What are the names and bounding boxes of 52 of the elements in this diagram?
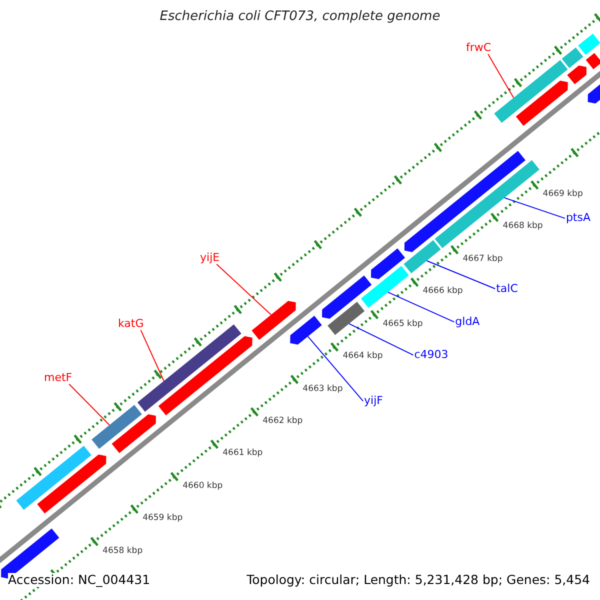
gene-feature bbox=[586, 52, 600, 70]
scale-label: 4664 kbp bbox=[342, 352, 383, 362]
gene-feature bbox=[322, 275, 372, 319]
gene-label: frwC bbox=[466, 42, 492, 54]
gene-label: c4903 bbox=[414, 349, 448, 362]
scale-label: 4661 kbp bbox=[222, 449, 263, 459]
leader-line bbox=[307, 336, 364, 402]
scale-label: 4660 kbp bbox=[182, 482, 223, 492]
gene-feature bbox=[92, 404, 142, 449]
scale-label: 4668 kbp bbox=[502, 222, 543, 232]
gene-feature bbox=[16, 446, 92, 510]
leader-line bbox=[504, 197, 566, 219]
leader-line bbox=[387, 292, 455, 322]
leader-line bbox=[140, 330, 164, 382]
gene-label: yijE bbox=[200, 252, 220, 264]
genome-summary: Topology: circular; Length: 5,231,428 bp; Genes: 5,454 bbox=[246, 573, 590, 587]
scale-label: 4659 kbp bbox=[142, 514, 183, 524]
gene-feature bbox=[37, 454, 106, 514]
gene-feature bbox=[290, 316, 322, 345]
gene-feature bbox=[567, 66, 586, 84]
gene-feature bbox=[328, 302, 365, 335]
leader-line bbox=[68, 384, 110, 426]
gene-label: ptsA bbox=[566, 212, 590, 224]
gene-feature bbox=[404, 240, 441, 274]
leader-line bbox=[348, 323, 414, 356]
gene-label: metF bbox=[44, 372, 72, 384]
scale-label: 4667 kbp bbox=[462, 254, 503, 264]
scale-label: 4662 kbp bbox=[262, 416, 303, 426]
gene-label: yijF bbox=[364, 395, 383, 408]
gene-label: talC bbox=[496, 282, 518, 295]
title: Escherichia coli CFT073, complete genome bbox=[158, 10, 442, 24]
scale-label: 4663 kbp bbox=[302, 384, 343, 394]
gene-label: gldA bbox=[455, 316, 480, 328]
accession-text: Accession: NC_004431 bbox=[8, 573, 150, 587]
gene-label: katG bbox=[118, 318, 144, 330]
scale-label: 4658 kbp bbox=[102, 546, 143, 556]
scale-label: 4665 kbp bbox=[382, 320, 423, 330]
gene-feature bbox=[516, 80, 568, 126]
gene-feature bbox=[562, 47, 584, 68]
gene-feature bbox=[494, 60, 568, 123]
gene-feature bbox=[158, 336, 252, 416]
scale-label: 4666 kbp bbox=[422, 287, 463, 297]
leader-line bbox=[426, 260, 496, 290]
gene-feature bbox=[112, 414, 156, 454]
gene-feature bbox=[252, 300, 296, 340]
gene-feature bbox=[360, 266, 409, 308]
scale-label: 4669 kbp bbox=[542, 190, 583, 200]
gene-feature bbox=[404, 150, 526, 252]
gene-feature bbox=[578, 34, 600, 55]
leader-line bbox=[488, 54, 514, 98]
gene-feature bbox=[370, 248, 406, 280]
leader-line bbox=[216, 264, 272, 316]
